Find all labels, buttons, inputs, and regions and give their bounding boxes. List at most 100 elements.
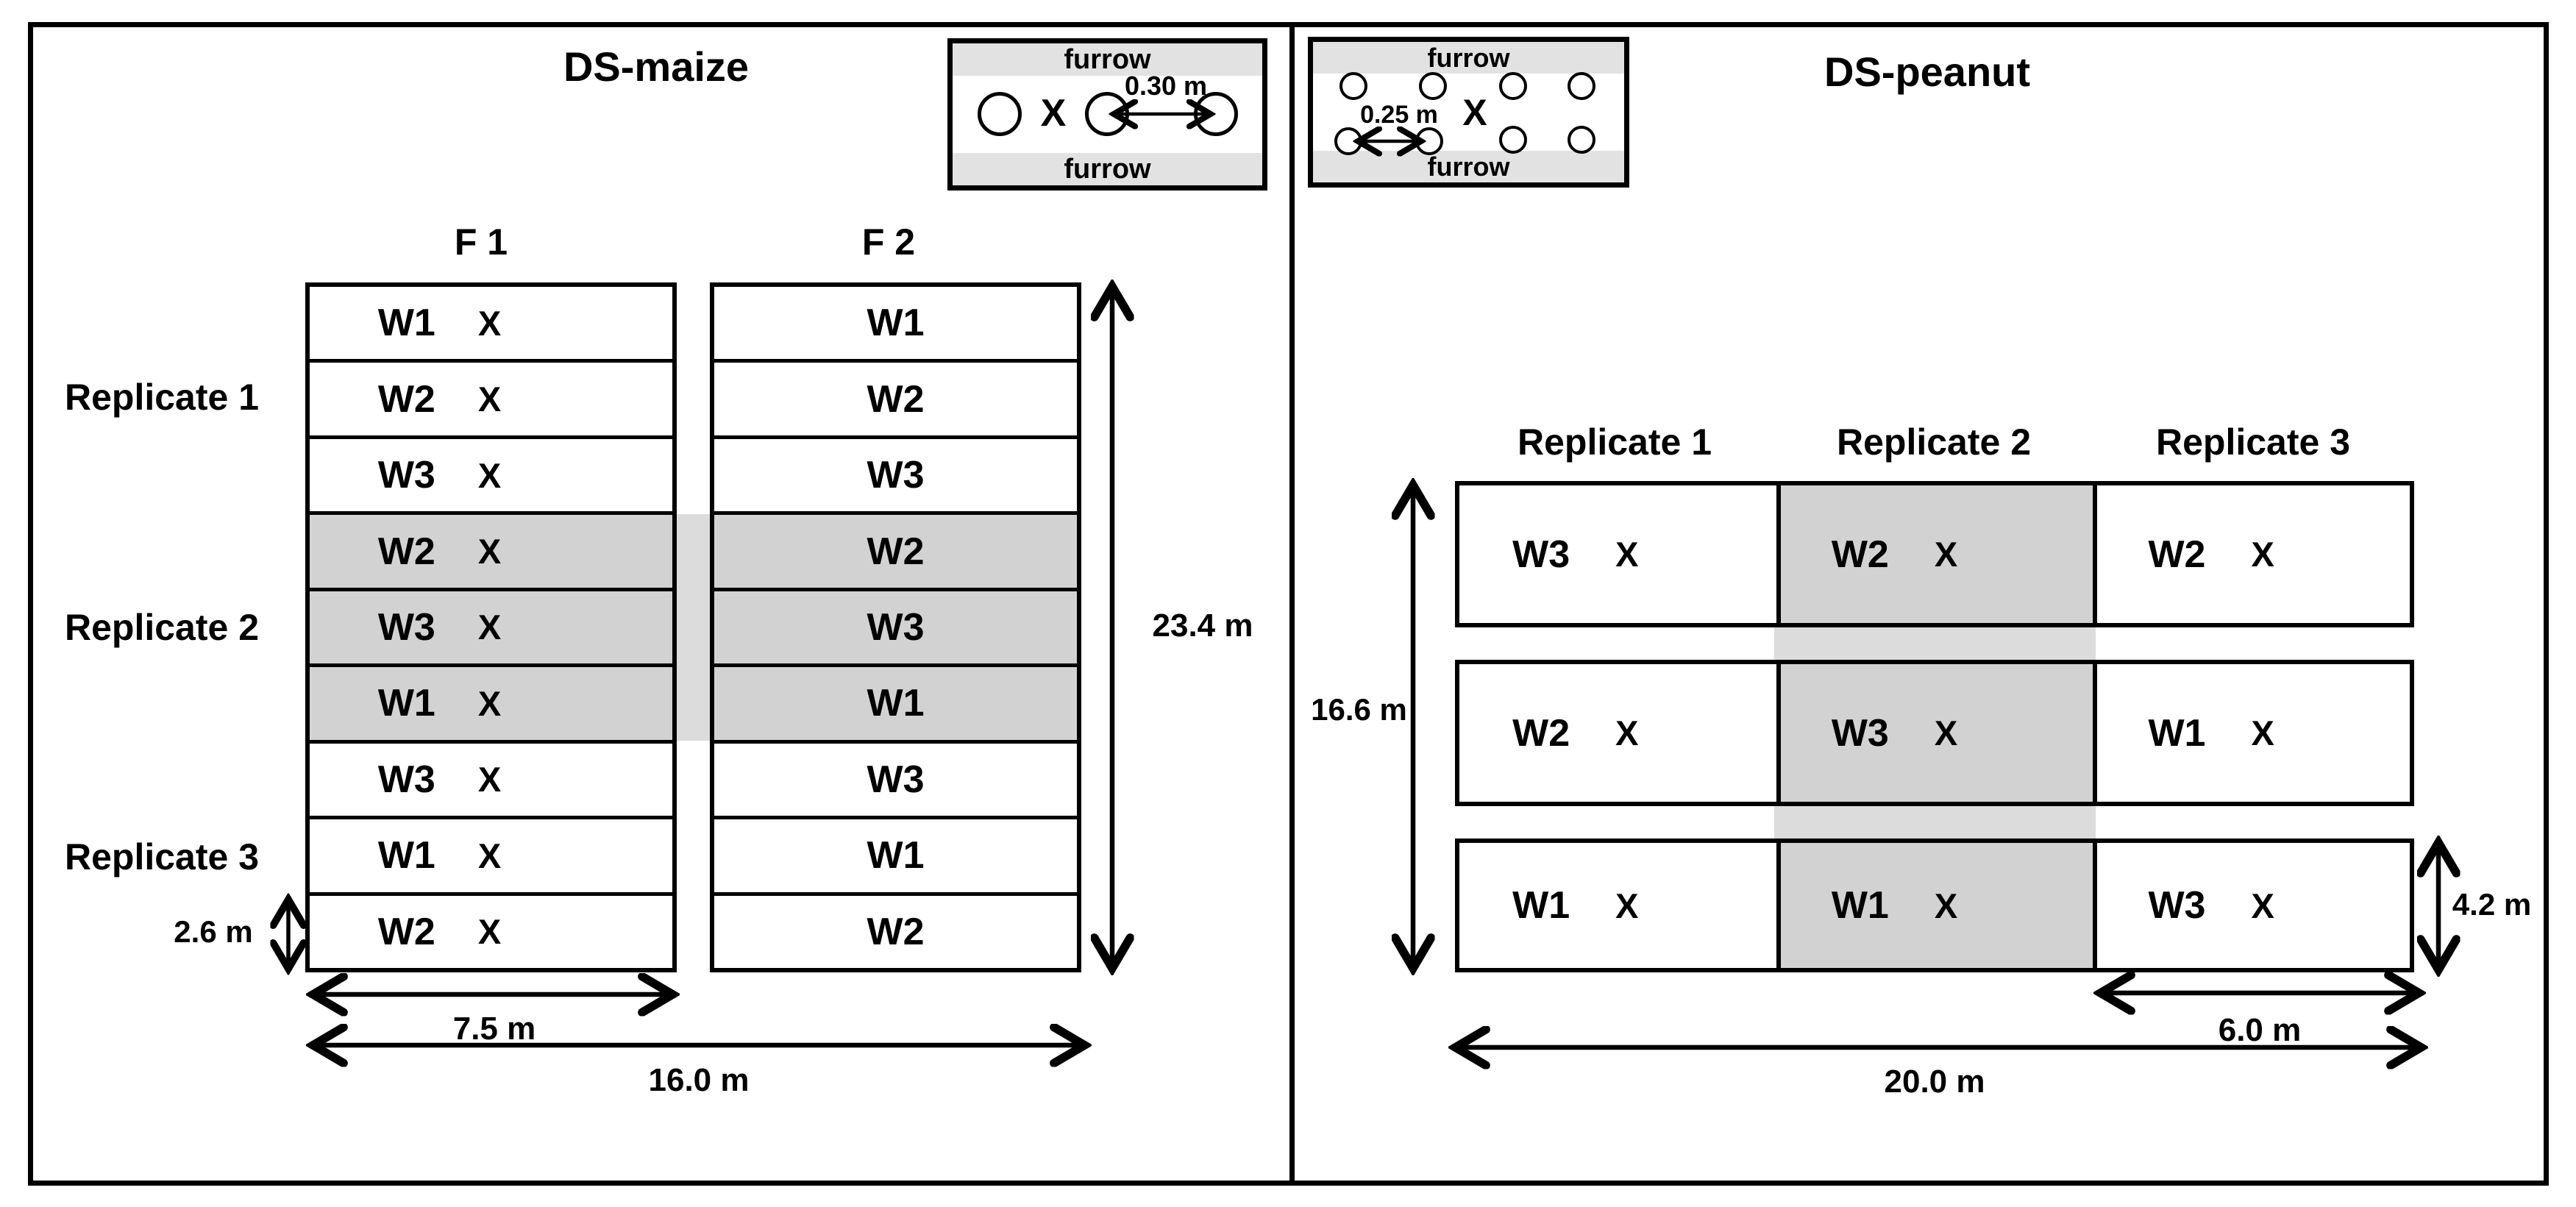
plant-circle-icon <box>1499 126 1527 154</box>
peanut-row-height-label: 4.2 m <box>2452 887 2532 922</box>
sampling-x-mark: X <box>477 608 502 647</box>
plant-circle-icon <box>1339 72 1367 100</box>
water-treatment-label: W2 <box>1512 711 1570 755</box>
maize-f2-plot-4: W2 <box>714 511 1077 588</box>
water-treatment-label: W1 <box>377 302 435 345</box>
peanut-plot-r2-c2: W3 X <box>1776 664 2093 802</box>
furrow-band-top: furrow <box>1313 42 1624 74</box>
sampling-x-mark: X <box>1934 886 1958 925</box>
sampling-x-mark: X <box>1615 535 1639 574</box>
water-treatment-label: W1 <box>377 834 435 877</box>
peanut-replicate-2-header: Replicate 2 <box>1836 421 2031 463</box>
water-treatment-label: W3 <box>377 758 435 801</box>
plant-circle-icon <box>978 92 1022 136</box>
maize-f1-plot-3: W3 X <box>310 435 672 512</box>
sampling-x-mark: X <box>1615 713 1639 752</box>
sampling-x-mark: X <box>1934 713 1958 752</box>
sampling-x-mark: X <box>477 303 502 343</box>
peanut-plot-r2-c1: W2 X <box>1459 664 1776 802</box>
sampling-x-mark: X <box>477 683 502 723</box>
water-treatment-label: W2 <box>1831 533 1889 576</box>
water-treatment-label: W3 <box>2148 884 2206 927</box>
maize-replicate-2-label: Replicate 2 <box>64 607 259 648</box>
water-treatment-label: W3 <box>377 605 435 649</box>
water-treatment-label: W2 <box>377 377 435 421</box>
panel-divider-line <box>1289 22 1295 1186</box>
water-treatment-label: W1 <box>1831 884 1889 927</box>
maize-f2-plot-2: W2 <box>714 359 1077 435</box>
maize-shaded-connector <box>676 514 711 741</box>
plant-circle-icon <box>1419 72 1447 100</box>
maize-f1-plot-8: W1 X <box>310 816 672 892</box>
maize-f2-plot-6: W1 <box>714 663 1077 740</box>
maize-replicate-1-label: Replicate 1 <box>64 377 259 418</box>
water-treatment-label: W2 <box>377 910 435 953</box>
water-treatment-label: W1 <box>867 834 925 877</box>
peanut-panel-title: DS-peanut <box>1824 49 2030 95</box>
peanut-shaded-connector <box>1774 806 2096 839</box>
furrow-band-top: furrow <box>953 43 1262 76</box>
water-treatment-label: W3 <box>867 605 925 649</box>
water-treatment-label: W3 <box>377 454 435 497</box>
plant-circle-icon <box>1568 72 1595 100</box>
water-treatment-label: W2 <box>867 530 925 573</box>
sampling-x-mark: X <box>1040 92 1067 135</box>
sampling-x-mark: X <box>477 836 502 875</box>
peanut-total-width-label: 20.0 m <box>1884 1064 1985 1100</box>
plant-circle-icon <box>1568 126 1595 154</box>
water-treatment-label: W2 <box>2148 533 2206 576</box>
maize-column-width-label: 7.5 m <box>452 1011 536 1047</box>
maize-total-width-label: 16.0 m <box>648 1062 750 1098</box>
water-treatment-label: W1 <box>867 302 925 345</box>
maize-replicate-3-label: Replicate 3 <box>64 836 259 877</box>
maize-planting-inset: furrow furrow X <box>947 38 1267 191</box>
peanut-shaded-connector <box>1774 627 2096 660</box>
water-treatment-label: W1 <box>1512 884 1570 927</box>
maize-plant-spacing-label: 0.30 m <box>1124 71 1208 101</box>
maize-column-header-f1: F 1 <box>454 221 508 263</box>
water-treatment-label: W3 <box>1831 711 1889 755</box>
sampling-x-mark: X <box>477 380 502 419</box>
peanut-planting-inset: furrow furrow X <box>1308 37 1629 188</box>
furrow-band-bottom: furrow <box>953 153 1262 185</box>
plant-circle-icon <box>1334 127 1362 155</box>
maize-f2-plot-7: W3 <box>714 739 1077 816</box>
maize-f1-plot-5: W3 X <box>310 587 672 664</box>
peanut-replicate-1-header: Replicate 1 <box>1517 421 1712 463</box>
peanut-plot-r1-c2: W2 X <box>1776 485 2093 623</box>
plant-circle-icon <box>1415 127 1443 155</box>
water-treatment-label: W1 <box>2148 711 2206 755</box>
furrow-band-bottom: furrow <box>1313 151 1624 182</box>
maize-column-header-f2: F 2 <box>861 221 916 263</box>
water-treatment-label: W3 <box>867 758 925 801</box>
sampling-x-mark: X <box>477 455 502 495</box>
maize-f1-plot-2: W2 X <box>310 359 672 435</box>
peanut-plot-r3-c2: W1 X <box>1776 843 2093 968</box>
sampling-x-mark: X <box>1934 535 1958 574</box>
peanut-plant-spacing-label: 0.25 m <box>1360 101 1438 129</box>
sampling-x-mark: X <box>477 912 502 952</box>
maize-f2-plot-5: W3 <box>714 587 1077 664</box>
sampling-x-mark: X <box>1462 92 1487 133</box>
peanut-total-height-label: 16.6 m <box>1311 692 1407 727</box>
water-treatment-label: W1 <box>867 682 925 725</box>
peanut-replicate-3-header: Replicate 3 <box>2155 421 2350 463</box>
water-treatment-label: W2 <box>867 910 925 953</box>
maize-panel-title: DS-maize <box>563 43 750 90</box>
water-treatment-label: W2 <box>867 377 925 421</box>
maize-f2-plot-1: W1 <box>714 287 1077 360</box>
maize-f2-plot-8: W1 <box>714 816 1077 892</box>
sampling-x-mark: X <box>477 532 502 572</box>
maize-total-height-label: 23.4 m <box>1152 608 1253 644</box>
